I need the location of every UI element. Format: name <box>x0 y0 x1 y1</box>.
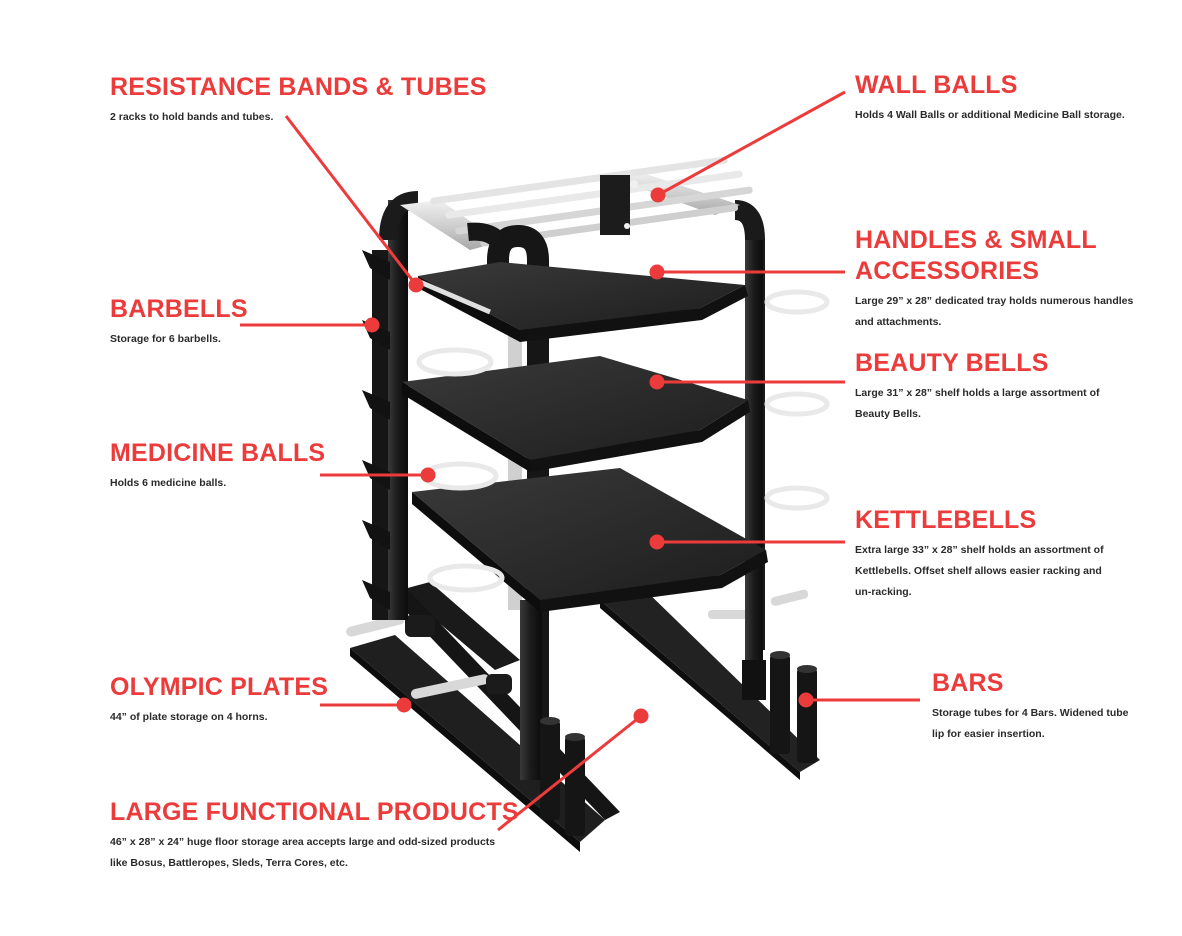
bar-storage-tubes <box>540 651 817 836</box>
callout-title: RESISTANCE BANDS & TUBES <box>110 73 487 101</box>
callout-title: MEDICINE BALLS <box>110 439 326 467</box>
callout-description: 2 racks to hold bands and tubes. <box>110 111 274 123</box>
callout-medicine-balls: MEDICINE BALLS Holds 6 medicine balls. <box>110 438 325 494</box>
rack <box>346 156 830 852</box>
callout-description-line: Large 31” x 28” shelf holds a large asso… <box>855 387 1100 399</box>
callout-handles-accessories: HANDLES & SMALL ACCESSORIES Large 29” x … <box>855 225 1133 333</box>
callout-title: BARBELLS <box>110 295 248 323</box>
leader-large-functional <box>497 714 642 832</box>
callout-title-line: ACCESSORIES <box>855 257 1040 285</box>
medicine-ball-rings <box>416 289 830 593</box>
callout-description: 46” x 28” x 24” huge floor storage area … <box>110 832 519 874</box>
callout-description: Large 29” x 28” dedicated tray holds num… <box>855 291 1133 333</box>
callout-description: Holds 4 Wall Balls or additional Medicin… <box>855 109 1125 121</box>
callout-description: Large 31” x 28” shelf holds a large asso… <box>855 383 1100 425</box>
callout-description-line: Storage tubes for 4 Bars. Widened tube <box>932 707 1129 719</box>
callout-description-line: un-racking. <box>855 586 912 598</box>
wall-ball-rack <box>400 156 753 250</box>
callout-title: BEAUTY BELLS <box>855 349 1049 377</box>
callout-description: Holds 6 medicine balls. <box>110 477 227 489</box>
callout-description-line: Beauty Bells. <box>855 408 921 420</box>
callout-wall-balls: WALL BALLS Holds 4 Wall Balls or additio… <box>855 70 1125 126</box>
callout-title: WALL BALLS <box>855 71 1018 99</box>
callout-bars: BARS Storage tubes for 4 Bars. Widened t… <box>932 668 1129 745</box>
callout-beauty-bells: BEAUTY BELLS Large 31” x 28” shelf holds… <box>855 348 1100 425</box>
callout-barbells: BARBELLS Storage for 6 barbells. <box>110 294 248 350</box>
callout-title: HANDLES & SMALL ACCESSORIES <box>855 225 1133 287</box>
callout-olympic-plates: OLYMPIC PLATES 44” of plate storage on 4… <box>110 672 328 728</box>
callout-description: 44” of plate storage on 4 horns. <box>110 711 268 723</box>
callout-description-line: 46” x 28” x 24” huge floor storage area … <box>110 836 496 848</box>
callout-description-line: Kettlebells. Offset shelf allows easier … <box>855 565 1102 577</box>
leader-lines <box>240 90 920 832</box>
callout-description-line: lip for easier insertion. <box>932 728 1045 740</box>
tray-handle <box>419 279 491 315</box>
callout-description-line: like Bosus, Battleropes, Sleds, Terra Co… <box>110 857 348 869</box>
leader-wall-balls <box>657 90 846 197</box>
callout-kettlebells: KETTLEBELLS Extra large 33” x 28” shelf … <box>855 505 1104 603</box>
callout-title-line: HANDLES & SMALL <box>855 226 1097 254</box>
callout-description: Extra large 33” x 28” shelf holds an ass… <box>855 540 1104 603</box>
back-right-post <box>734 200 766 700</box>
bottom-shelf <box>412 468 768 612</box>
callout-title: LARGE FUNCTIONAL PRODUCTS <box>110 798 519 826</box>
callout-description: Storage for 6 barbells. <box>110 333 221 345</box>
callout-description-line: Large 29” x 28” dedicated tray holds num… <box>855 295 1134 307</box>
callout-title: KETTLEBELLS <box>855 506 1037 534</box>
callout-description: Storage tubes for 4 Bars. Widened tube l… <box>932 703 1129 745</box>
callout-title: OLYMPIC PLATES <box>110 673 329 701</box>
leader-resistance-bands <box>284 115 418 286</box>
callout-resistance-bands: RESISTANCE BANDS & TUBES 2 racks to hold… <box>110 72 487 128</box>
callout-large-functional: LARGE FUNCTIONAL PRODUCTS 46” x 28” x 24… <box>110 797 519 874</box>
callout-title: BARS <box>932 669 1004 697</box>
callout-description-line: and attachments. <box>855 316 942 328</box>
callout-description-line: Extra large 33” x 28” shelf holds an ass… <box>855 544 1104 556</box>
olympic-plate-horns <box>346 589 809 699</box>
